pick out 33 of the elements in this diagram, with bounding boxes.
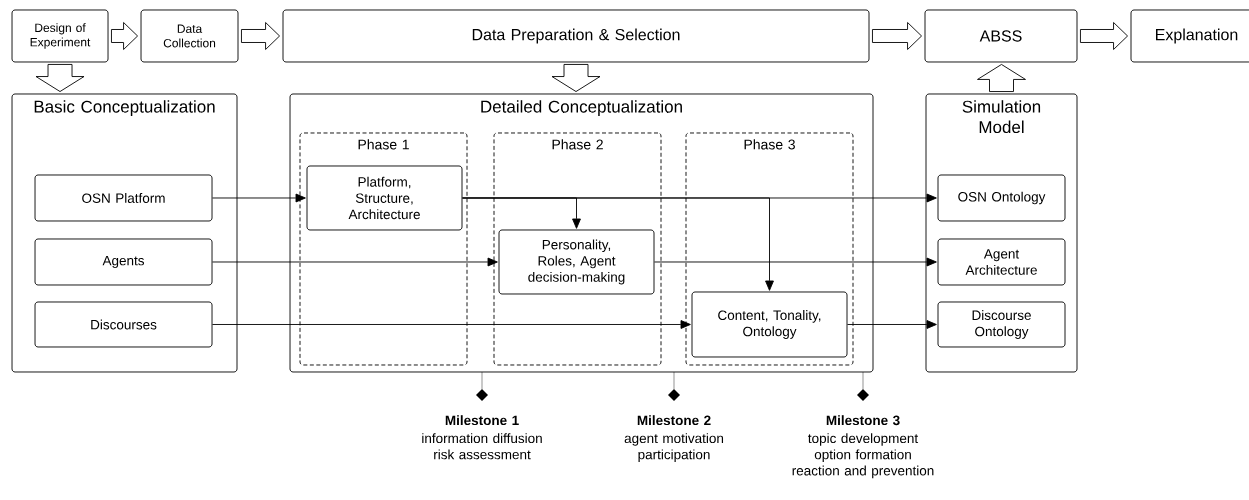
block-arrow [241,22,280,50]
milestone-title: Milestone 1 [445,415,519,426]
process-box: Data Collection [140,9,239,63]
arrow [212,320,691,329]
arrow [462,197,774,291]
arrow [212,193,306,203]
arrow [654,257,937,267]
milestone-description: topic development option formation reaction and prevention [792,433,934,479]
block-arrow [872,22,922,50]
process-box: Personality, Roles, Agent decision-making [498,229,655,295]
milestone-title: Milestone 2 [637,415,711,426]
process-box: Design of Experiment [11,9,109,63]
process-box: Platform, Structure, Architecture [306,165,463,231]
block-arrow [977,64,1026,92]
arrow [212,257,498,267]
block-arrow [111,22,138,50]
milestone-description: information diffusion risk assessment [422,433,542,460]
process-box: Agents [34,238,213,286]
process-box: Agent Architecture [937,238,1066,286]
process-box: Content, Tonality, Ontology [691,291,848,358]
process-box: Data Preparation & Selection [282,9,870,63]
process-box: Discourses [34,301,213,348]
block-arrow [1080,22,1128,50]
block-arrow [551,64,601,92]
process-box: ABSS [924,9,1078,63]
process-box: Discourse Ontology [937,301,1066,348]
arrow [847,320,937,329]
milestone-description: agent motivation participation [624,433,723,462]
milestone-title: Milestone 3 [826,415,900,426]
process-box: OSN Ontology [937,174,1066,222]
process-box: OSN Platform [34,174,213,222]
block-arrow [35,64,85,92]
process-box: Explanation [1130,9,1249,63]
